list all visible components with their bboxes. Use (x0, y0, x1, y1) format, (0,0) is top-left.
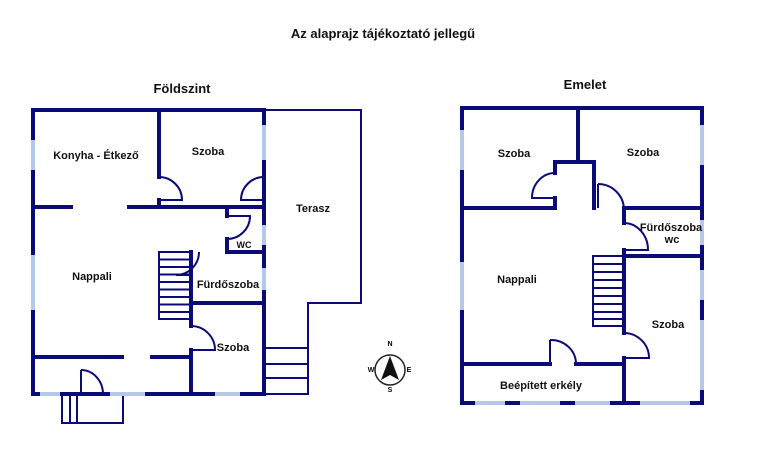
room-label: Fürdőszoba (197, 279, 260, 291)
door-arcs (530, 172, 651, 365)
compass-south: S (388, 387, 393, 394)
entry-porch (61, 394, 124, 424)
room-label: WC (237, 240, 252, 250)
room-label: Terasz (296, 203, 331, 215)
terrace-outline (264, 109, 362, 395)
room-label: Fürdőszoba (640, 222, 703, 234)
room-label: Nappali (497, 274, 537, 286)
room-label: wc (664, 234, 680, 246)
compass-west: W (368, 367, 375, 374)
disclaimer-title: Az alaprajz tájékoztató jellegű (291, 26, 475, 41)
compass-east: E (407, 367, 412, 374)
room-label: Szoba (652, 319, 685, 331)
compass-north: N (387, 341, 392, 348)
upper-windows (460, 125, 704, 405)
room-label: Szoba (627, 147, 660, 159)
upper-floor-heading: Emelet (564, 77, 607, 92)
ground-floor-plan: Földszint Konyha - Étkező Szoba Terasz W… (31, 81, 362, 424)
upper-staircase (592, 255, 625, 327)
compass-rose: N E S W (368, 341, 412, 394)
room-label: Beépített erkély (500, 380, 583, 392)
ground-windows (31, 125, 266, 396)
room-label: Szoba (217, 342, 250, 354)
ground-staircase (158, 251, 192, 320)
room-label: Szoba (192, 146, 225, 158)
compass-arrow-icon (381, 356, 399, 380)
room-label: Nappali (72, 271, 112, 283)
room-label: Szoba (498, 148, 531, 160)
terrace-steps (264, 347, 308, 379)
upper-floor-plan: Emelet Szoba Szoba Fürdőszoba wc Nappali… (460, 77, 704, 405)
room-label: Konyha - Étkező (53, 149, 139, 162)
ground-floor-heading: Földszint (153, 81, 211, 96)
